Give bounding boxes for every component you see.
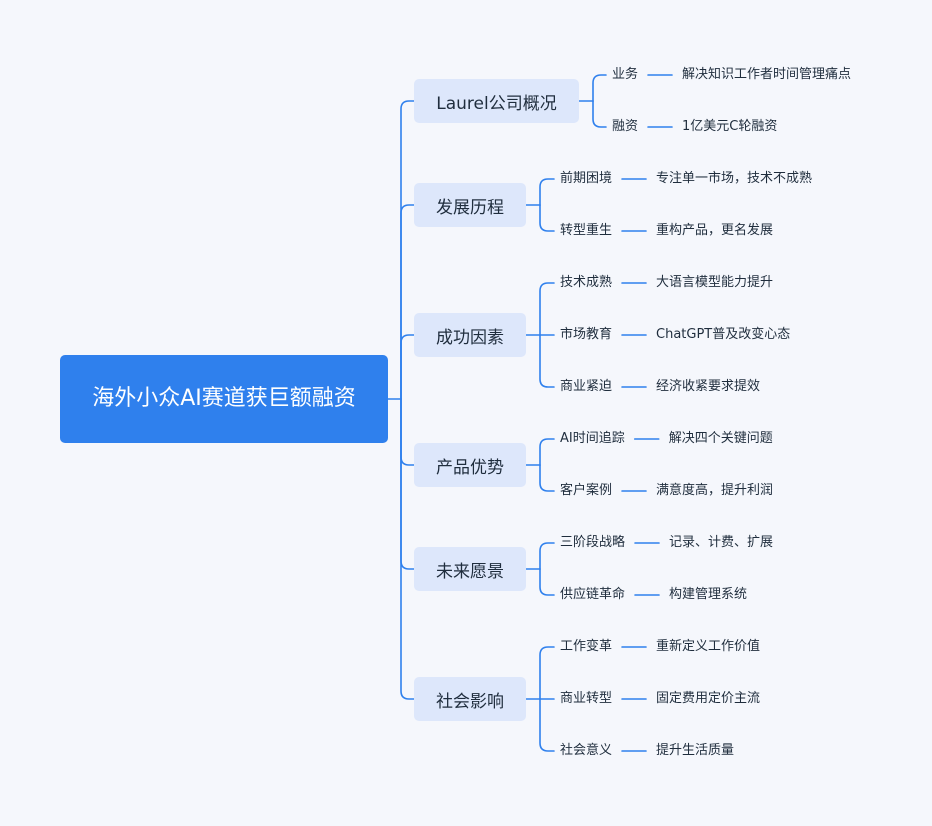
topic-label: 发展历程	[436, 197, 504, 218]
subtopic-label: 技术成熟	[560, 275, 613, 290]
detail-label: 大语言模型能力提升	[656, 275, 774, 290]
child-connector	[539, 464, 555, 492]
topic-node[interactable]: 发展历程	[414, 183, 526, 227]
detail-label: 解决知识工作者时间管理痛点	[682, 67, 852, 82]
detail-label: 专注单一市场，技术不成熟	[656, 171, 813, 186]
child-connector	[539, 698, 555, 752]
detail-label: 经济收紧要求提效	[656, 379, 761, 394]
topic-node[interactable]: 社会影响	[414, 677, 526, 721]
topic-node[interactable]: Laurel公司概况	[414, 79, 579, 123]
detail-label: 记录、计费、扩展	[669, 535, 774, 550]
detail-label: 满意度高，提升利润	[656, 483, 774, 498]
child-connector	[539, 334, 555, 388]
child-connector	[539, 568, 555, 596]
topic-label: 成功因素	[436, 327, 504, 348]
child-connector	[592, 74, 607, 102]
subtopic-label: 供应链革命	[560, 587, 626, 602]
topic-connector	[400, 100, 415, 400]
subtopic-label: 前期困境	[560, 171, 613, 186]
subtopic-label: 工作变革	[560, 639, 613, 654]
subtopic-label: 商业转型	[560, 691, 613, 706]
subtopic-label: 商业紧迫	[560, 379, 613, 394]
topic-label: Laurel公司概况	[436, 93, 557, 114]
subtopic-label: 业务	[612, 67, 639, 82]
topic-connector	[400, 204, 415, 400]
topic-label: 产品优势	[436, 457, 504, 478]
detail-label: 固定费用定价主流	[656, 691, 761, 706]
topic-label: 未来愿景	[436, 561, 504, 582]
topic-label: 社会影响	[436, 691, 504, 712]
subtopic-label: 融资	[612, 119, 639, 134]
topic-node[interactable]: 未来愿景	[414, 547, 526, 591]
topic-connector	[400, 398, 415, 466]
topic-connector	[400, 398, 415, 700]
topic-connector	[400, 334, 415, 400]
detail-label: 1亿美元C轮融资	[682, 119, 778, 134]
detail-label: ChatGPT普及改变心态	[656, 327, 791, 342]
child-connector	[539, 542, 555, 570]
detail-label: 重新定义工作价值	[656, 639, 761, 654]
root-title: 海外小众AI赛道获巨额融资	[92, 386, 356, 411]
root-node[interactable]: 海外小众AI赛道获巨额融资	[60, 355, 388, 443]
detail-label: 提升生活质量	[656, 743, 735, 758]
detail-label: 重构产品，更名发展	[656, 223, 774, 238]
topic-node[interactable]: 成功因素	[414, 313, 526, 357]
subtopic-label: 客户案例	[560, 483, 613, 498]
subtopic-label: 转型重生	[560, 223, 613, 238]
topic-node[interactable]: 产品优势	[414, 443, 526, 487]
detail-label: 解决四个关键问题	[668, 431, 773, 446]
topic-connector	[400, 398, 415, 570]
child-connector	[539, 646, 555, 700]
child-connector	[539, 204, 555, 232]
child-connector	[539, 438, 555, 466]
detail-label: 构建管理系统	[669, 587, 748, 602]
subtopic-label: 三阶段战略	[560, 535, 626, 550]
child-connector	[539, 282, 555, 336]
subtopic-label: 市场教育	[560, 327, 613, 342]
subtopic-label: 社会意义	[560, 743, 613, 758]
child-connector	[539, 178, 555, 206]
subtopic-label: AI时间追踪	[560, 431, 625, 446]
child-connector	[592, 100, 607, 128]
